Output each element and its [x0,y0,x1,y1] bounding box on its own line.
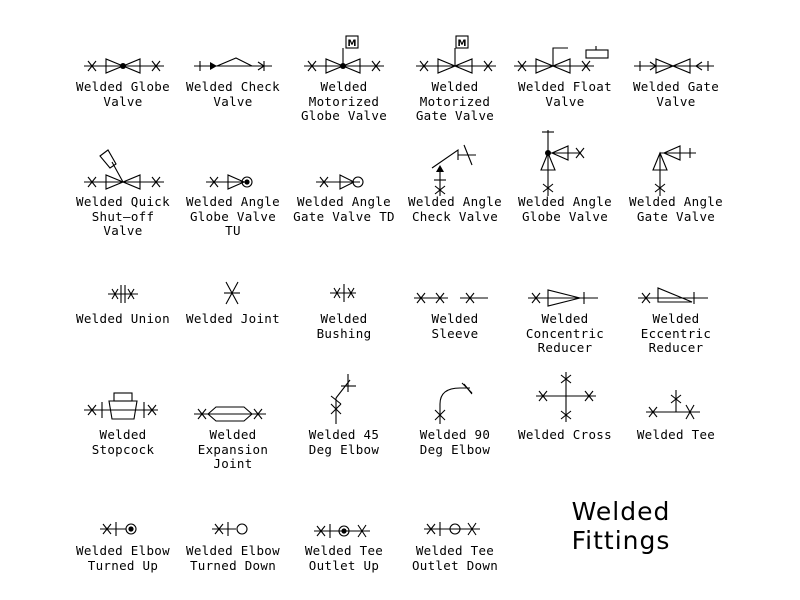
expansion-joint-icon [194,406,266,422]
motorized-gate-valve-icon: M [416,35,496,74]
joint-icon [224,281,240,305]
angle-globe-valve-icon [540,130,585,196]
angle-globe-valve-tu-icon [206,174,253,190]
label-angle-gate-valve: Welded Angle Gate Valve [629,194,723,224]
float-valve-icon [514,46,609,74]
label-motorized-gate-valve: Welded Motorized Gate Valve [415,79,495,124]
cross-icon [536,372,596,422]
elbow-turned-up-icon [100,522,137,536]
label-gate-valve: Welded Gate Valve [632,79,720,109]
label-angle-globe-valve: Welded Angle Globe Valve [518,194,612,224]
label-angle-globe-valve-tu: Welded Angle Globe Valve TU [186,194,280,239]
motorized-globe-valve-icon: M [304,35,384,74]
label-angle-gate-valve-td: Welded Angle Gate Valve TD [293,194,395,224]
gate-valve-icon [634,58,714,74]
label-bushing: Welded Bushing [316,311,372,341]
label-elbow-turned-up: Welded Elbow Turned Up [76,543,170,573]
globe-valve-icon [84,58,164,74]
label-stopcock: Welded Stopcock [91,427,155,457]
quick-shutoff-valve-icon [84,149,164,190]
label-float-valve: Welded Float Valve [518,79,612,109]
tee-outlet-down-icon [424,522,480,536]
label-elbow-90: Welded 90 Deg Elbow [419,427,491,457]
tee-outlet-up-icon [314,524,370,538]
label-expansion-joint: Welded Expansion Joint [197,427,269,472]
svg-text:M: M [348,39,357,49]
label-tee-outlet-up: Welded Tee Outlet Up [304,543,384,573]
elbow-90-icon [434,382,473,424]
label-globe-valve: Welded Globe Valve [76,79,170,109]
check-valve-icon [194,57,272,71]
elbow-turned-down-icon [212,522,248,536]
angle-check-valve-icon [431,144,476,196]
label-cross: Welded Cross [518,427,612,442]
label-angle-check-valve: Welded Angle Check Valve [408,194,502,224]
union-icon [108,285,138,303]
svg-text:M: M [458,39,467,49]
label-quick-shutoff-valve: Welded Quick Shut—off Valve [76,194,170,239]
label-tee-outlet-down: Welded Tee Outlet Down [411,543,499,573]
label-eccentric-reducer: Welded Eccentric Reducer [640,311,712,356]
concentric-reducer-icon [528,289,598,307]
bushing-icon [330,284,356,302]
eccentric-reducer-icon [638,287,708,304]
label-elbow-45: Welded 45 Deg Elbow [308,427,380,457]
label-sleeve: Welded Sleeve [431,311,479,341]
angle-gate-valve-td-icon [316,174,364,190]
label-check-valve: Welded Check Valve [186,79,280,109]
label-elbow-turned-down: Welded Elbow Turned Down [186,543,280,573]
label-union: Welded Union [76,311,170,326]
sleeve-icon [414,292,488,304]
angle-gate-valve-icon [652,145,696,196]
sheet-title: Welded Fittings [571,497,671,555]
stopcock-icon [84,392,158,420]
label-joint: Welded Joint [186,311,280,326]
elbow-45-icon [330,374,356,424]
label-concentric-reducer: Welded Concentric Reducer [525,311,605,356]
tee-icon [646,390,700,420]
label-tee: Welded Tee [636,427,716,442]
label-motorized-globe-valve: Welded Motorized Globe Valve [300,79,388,124]
